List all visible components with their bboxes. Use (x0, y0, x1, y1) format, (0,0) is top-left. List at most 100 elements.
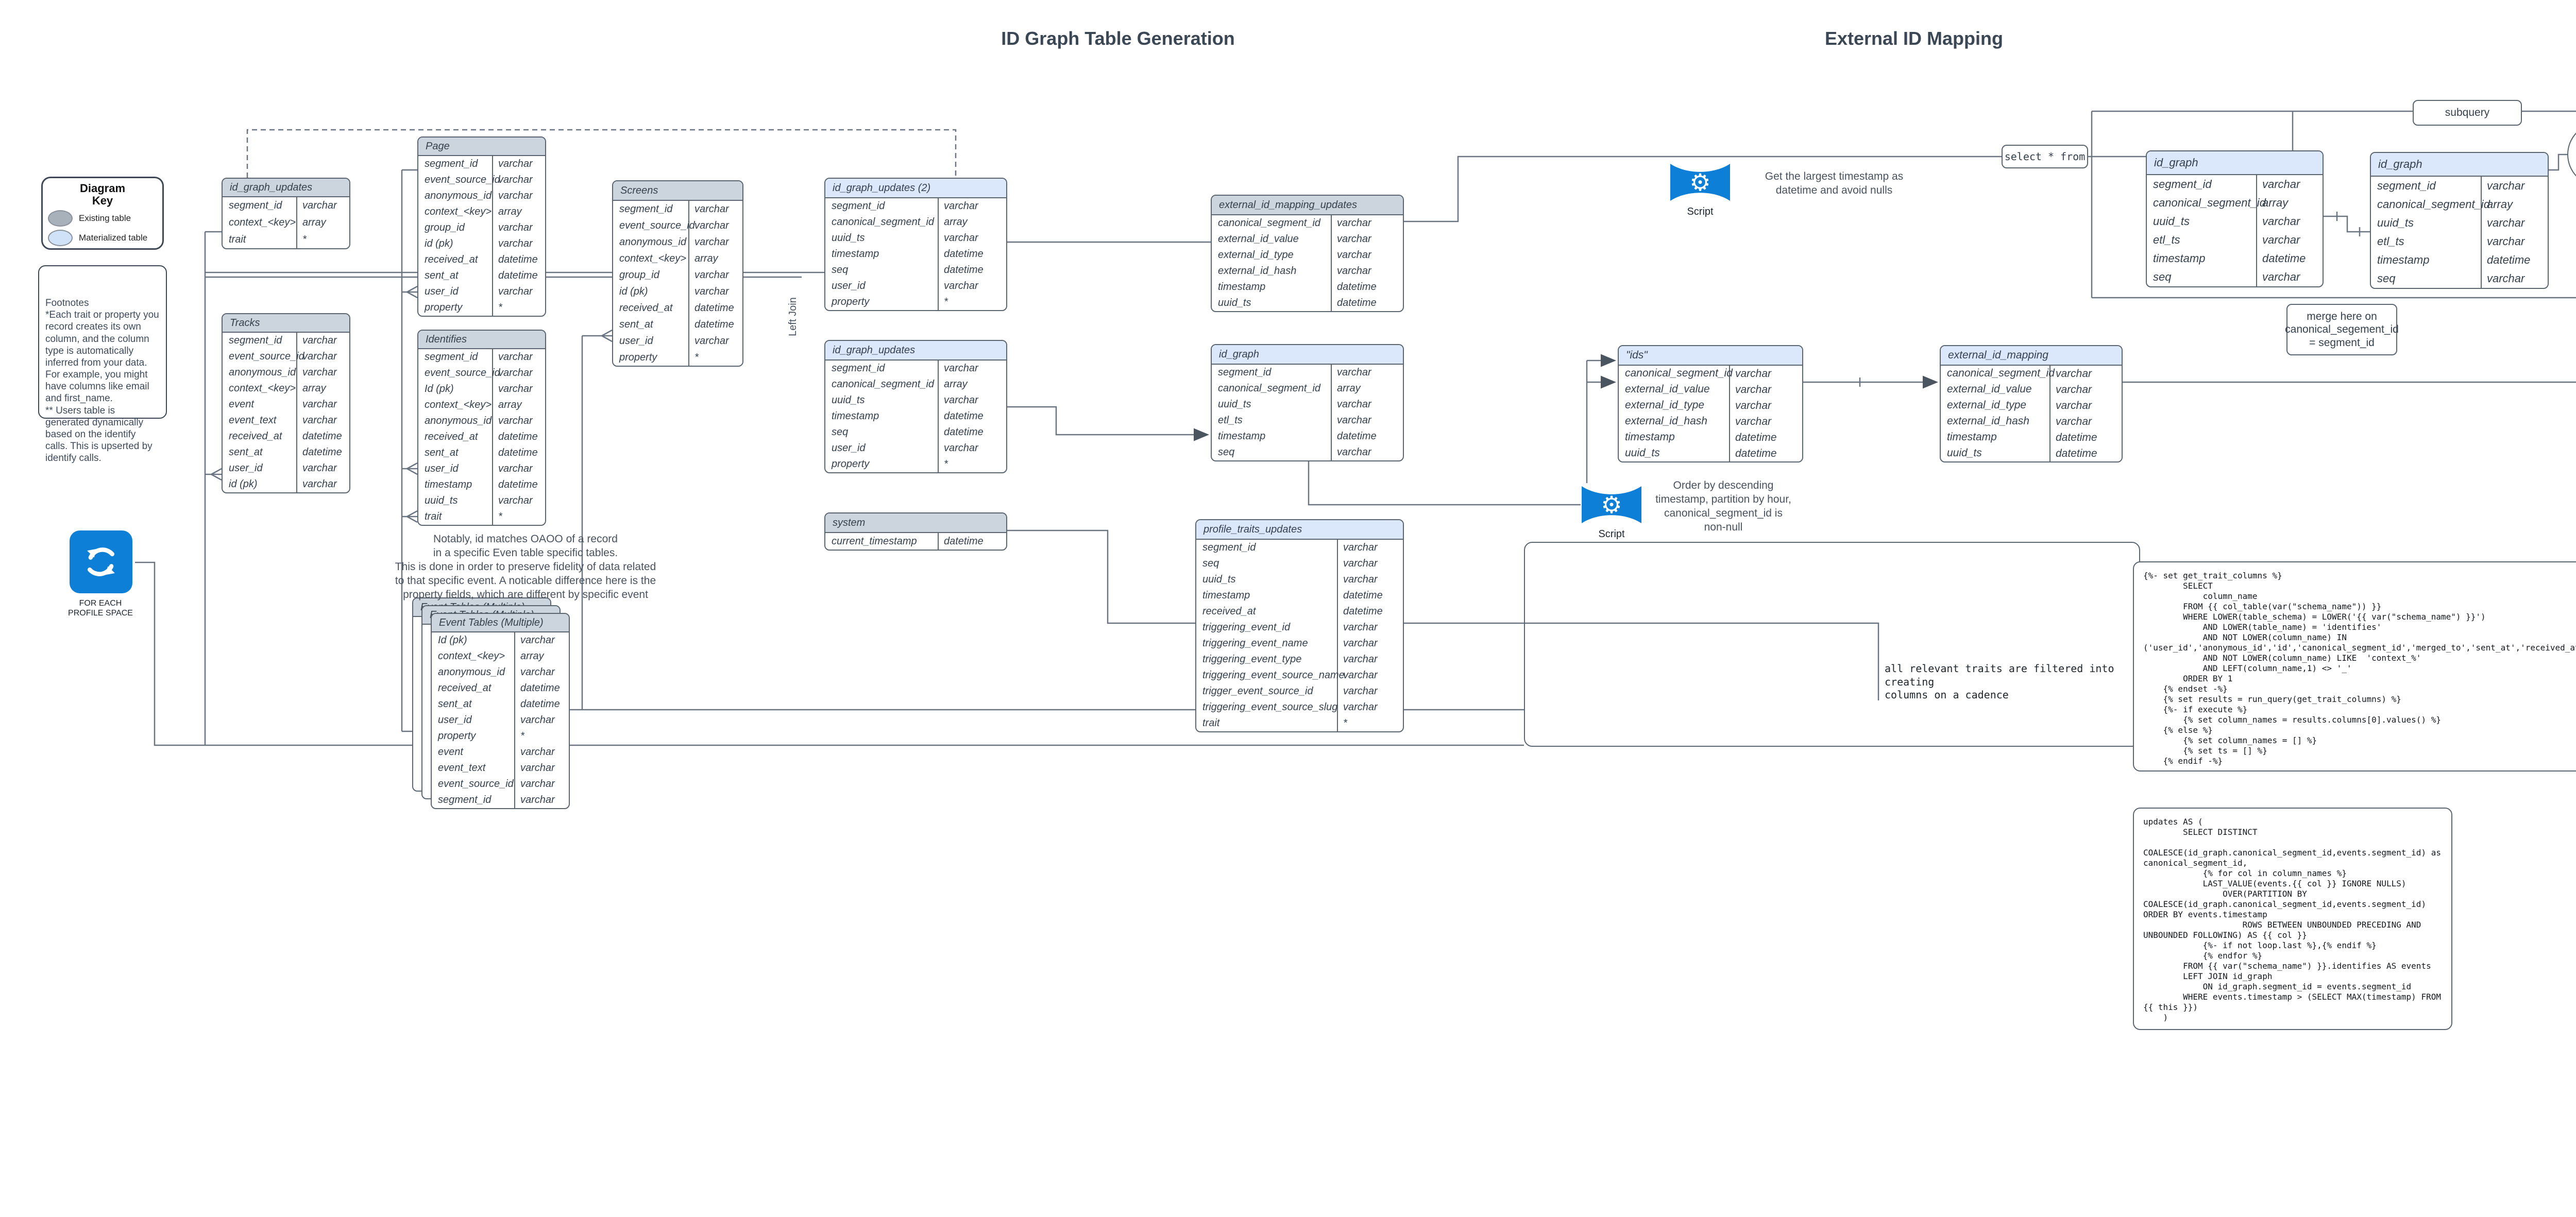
field-name: event (432, 744, 515, 760)
field-name: anonymous_id (223, 365, 297, 381)
field-type: varchar (694, 269, 729, 281)
field-name: trait (223, 231, 297, 248)
field-row: event_text varchar (432, 760, 569, 776)
field-type: array (498, 206, 522, 217)
field-type: varchar (694, 203, 729, 215)
field-name: uuid_ts (418, 493, 493, 509)
field-name: segment_id (1212, 365, 1332, 381)
field-type: varchar (1337, 415, 1371, 426)
table-title: Identifies (418, 331, 545, 349)
field-type: varchar (694, 219, 729, 231)
field-name: triggering_event_type (1196, 652, 1338, 667)
field-name: timestamp (1619, 430, 1730, 445)
field-type: varchar (498, 463, 533, 474)
field-name: segment_id (418, 156, 493, 172)
field-name: etl_ts (2147, 231, 2257, 249)
field-name: property (613, 349, 689, 366)
field-type: datetime (1343, 606, 1383, 617)
field-name: uuid_ts (2147, 212, 2257, 231)
field-name: current_timestamp (825, 533, 939, 550)
field-name: triggering_event_name (1196, 636, 1338, 652)
field-type: varchar (520, 666, 555, 678)
field-name: property (825, 294, 939, 310)
field-name: sent_at (613, 316, 689, 333)
field-type: varchar (2262, 178, 2300, 191)
diagram-key-title: Diagram Key (79, 182, 126, 208)
field-name: anonymous_id (418, 188, 493, 204)
field-type: varchar (2487, 179, 2525, 192)
field-type: datetime (302, 431, 342, 442)
field-name: uuid_ts (825, 392, 939, 408)
table-title: Tracks (223, 314, 349, 333)
field-type: varchar (1735, 367, 1772, 380)
legend-item-materialized: Materialized table (48, 230, 157, 247)
table-title-text: id_graph_updates (230, 181, 313, 193)
field-name: context_<key> (418, 204, 493, 220)
existing-table-swatch (48, 210, 73, 227)
field-name: received_at (418, 429, 493, 445)
field-name: context_<key> (223, 381, 297, 397)
field-type: varchar (1343, 654, 1378, 665)
field-type: array (2262, 196, 2289, 209)
note-note-order-desc: Order by descending timestamp, partition… (1655, 479, 1791, 533)
field-name: canonical_segment_id (1941, 366, 2055, 382)
section-title-profile-traits: Profile Traits (2504, 28, 2576, 49)
field-name: group_id (418, 220, 493, 236)
field-type: datetime (498, 479, 538, 490)
field-type: varchar (944, 363, 978, 374)
field-name: segment_id (825, 198, 939, 214)
field-name: property (432, 728, 515, 744)
field-name: event_text (432, 760, 515, 776)
field-type: datetime (302, 447, 342, 458)
field-row: group_id varchar (613, 267, 742, 283)
materialized-table-swatch (48, 230, 73, 247)
field-type: varchar (520, 746, 555, 758)
field-type: datetime (1735, 447, 1777, 459)
field-name: trigger_event_source_id (1196, 683, 1338, 699)
field-name: sent_at (223, 444, 297, 460)
field-row: trait* (418, 509, 545, 525)
field-type: varchar (302, 478, 337, 490)
field-type: varchar (1735, 399, 1772, 412)
field-type: datetime (498, 254, 538, 265)
table-title: id_graph (2371, 153, 2548, 177)
field-type: varchar (302, 335, 337, 346)
field-name: canonical_segment_id (1212, 381, 1332, 397)
field-type: datetime (520, 698, 560, 710)
field-name: group_id (613, 267, 689, 283)
field-type: varchar (520, 794, 555, 805)
field-name: seq (825, 424, 939, 440)
field-name: Id (pk) (432, 632, 515, 648)
field-name: user_id (825, 278, 939, 294)
field-type: varchar (520, 762, 555, 774)
code-updates-text: updates AS ( SELECT DISTINCT COALESCE(id… (2143, 817, 2441, 1022)
field-name: Id (pk) (418, 381, 493, 397)
field-type: varchar (1343, 670, 1378, 681)
field-name: event_text (223, 413, 297, 428)
script-2: ⚙Script (1570, 483, 1653, 540)
